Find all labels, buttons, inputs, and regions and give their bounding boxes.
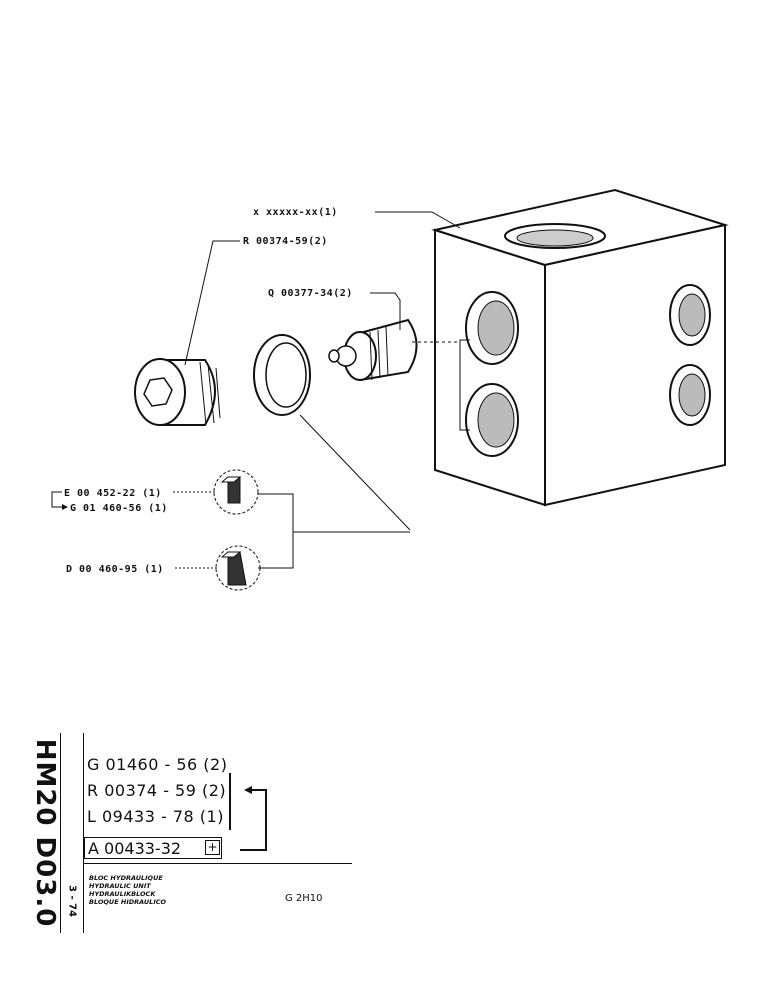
divider-line: [83, 863, 352, 864]
title-arrow: [229, 773, 267, 851]
description-en: HYDRAULIC UNIT: [89, 882, 151, 890]
callout-seal-d: D 00 460-95 (1): [66, 564, 164, 575]
seal-detail-e: [213, 469, 259, 515]
callout-block: x xxxxx-xx(1): [253, 207, 338, 218]
callout-seal-g: G 01 460-56 (1): [70, 503, 168, 514]
description-fr: BLOC HYDRAULIQUE: [89, 874, 163, 882]
description-block: BLOC HYDRAULIQUE HYDRAULIC UNIT HYDRAULI…: [89, 874, 166, 906]
ring-seal-part: [253, 334, 311, 416]
leader-lines: [51, 211, 461, 569]
assembly-ref: A 00433-32: [88, 839, 182, 858]
callout-valve: Q 00377-34(2): [268, 288, 353, 299]
date-column: 3 - 74: [61, 733, 84, 933]
group-code: G 2H10: [285, 893, 323, 904]
description-es: BLOQUE HIDRAULICO: [89, 898, 167, 906]
valve-part: [328, 318, 460, 381]
callout-seal-e: E 00 452-22 (1): [64, 488, 162, 499]
seal-detail-d: [215, 545, 261, 591]
date-text: 3 - 74: [66, 885, 78, 917]
plug-part: [134, 358, 221, 426]
callout-plug: R 00374-59(2): [243, 236, 328, 247]
drawing-code-text: HM20 D03.0: [30, 738, 60, 928]
hydraulic-block: [431, 188, 729, 507]
part-line-2: R 00374 - 59 (2): [87, 781, 227, 800]
part-line-3: L 09433 - 78 (1): [87, 807, 224, 826]
part-line-1: G 01460 - 56 (2): [87, 755, 228, 774]
drawing-code: HM20 D03.0: [30, 733, 61, 933]
assembly-ref-box: A 00433-32 +: [84, 837, 222, 859]
description-de: HYDRAULIKBLOCK: [89, 890, 156, 898]
plus-symbol: +: [205, 840, 220, 855]
title-block: HM20 D03.0 3 - 74 G 01460 - 56 (2) R 003…: [30, 733, 352, 933]
